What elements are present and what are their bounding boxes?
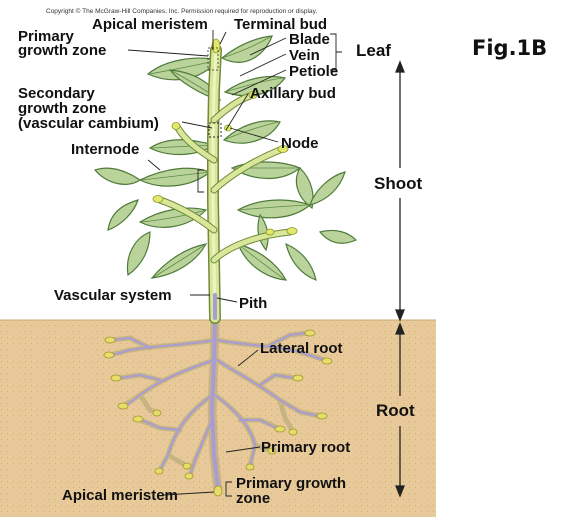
label-pith: Pith [239, 296, 267, 311]
label-primary-growth-zone-line2: growth zone [18, 43, 106, 58]
label-petiole: Petiole [289, 64, 338, 79]
label-primary-growth-bottom-line1: Primary growth [236, 476, 346, 491]
label-apical-meristem-bottom: Apical meristem [62, 488, 178, 503]
label-terminal-bud: Terminal bud [234, 17, 327, 32]
label-shoot: Shoot [374, 176, 422, 191]
label-internode: Internode [71, 142, 139, 157]
label-axillary-bud: Axillary bud [250, 86, 336, 101]
label-primary-growth-bottom-line2: zone [236, 491, 270, 506]
label-vascular-system: Vascular system [54, 288, 172, 303]
label-secondary-growth-line1: Secondary [18, 86, 95, 101]
label-leaf: Leaf [356, 43, 391, 58]
label-blade: Blade [289, 32, 330, 47]
label-vein: Vein [289, 48, 320, 63]
label-lateral-root: Lateral root [260, 341, 343, 356]
label-node: Node [281, 136, 319, 151]
copyright-notice: Copyright © The McGraw-Hill Companies, I… [46, 8, 317, 15]
label-secondary-growth-line2: growth zone [18, 101, 106, 116]
figure-label: Fig.1B [472, 36, 547, 60]
label-root: Root [376, 403, 415, 418]
label-secondary-growth-line3: (vascular cambium) [18, 116, 159, 131]
label-apical-meristem-top: Apical meristem [92, 17, 208, 32]
label-primary-root: Primary root [261, 440, 350, 455]
